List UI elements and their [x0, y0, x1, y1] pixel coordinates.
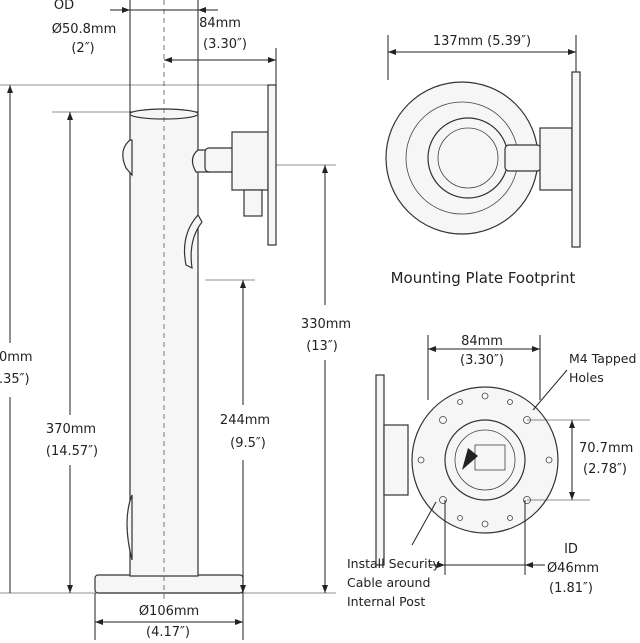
- id-in: (1.81″): [549, 581, 593, 596]
- post-marker-icon: [462, 448, 478, 470]
- post-in: (14.57″): [46, 444, 98, 459]
- top-view: 137mm (5.39″) Mounting Plate Footprint: [385, 34, 581, 287]
- plate-side-bracket: [383, 424, 409, 496]
- top-width: 137mm (5.39″): [433, 34, 531, 49]
- cable-clip: [183, 213, 203, 270]
- footprint-caption: Mounting Plate Footprint: [391, 269, 576, 287]
- plate-side-edge: [375, 374, 385, 566]
- top-arm-bracket: [539, 127, 573, 191]
- security-note-line3: Internal Post: [347, 594, 425, 609]
- od-mm: Ø50.8mm: [52, 22, 117, 37]
- plate-view: 84mm (3.30″) M4 Tapped Holes: [347, 334, 636, 609]
- id-label: ID: [564, 542, 578, 557]
- height-mm: 330mm: [301, 317, 351, 332]
- hole-icon: [439, 496, 447, 504]
- post-section: [427, 117, 509, 199]
- hole-icon: [439, 416, 447, 424]
- od-label: OD: [54, 0, 74, 13]
- plate-height-mm: 70.7mm: [579, 441, 633, 456]
- mounting-plate-side: [267, 84, 277, 246]
- hole-icon: [507, 399, 513, 405]
- total-in: .35″): [0, 372, 30, 387]
- hole-icon: [417, 456, 425, 464]
- top-mount-plate: [571, 71, 581, 248]
- base-mm: Ø106mm: [139, 604, 199, 619]
- od-in: (2″): [71, 41, 94, 56]
- plate-width-in: (3.30″): [460, 353, 504, 368]
- lower-mm: 244mm: [220, 413, 270, 428]
- hole-icon: [507, 515, 513, 521]
- hole-icon: [457, 399, 463, 405]
- holes-note-line1: M4 Tapped: [569, 351, 636, 366]
- base-plate: [94, 574, 244, 594]
- plate-height-in: (2.78″): [583, 462, 627, 477]
- clamp-knob-lower: [126, 494, 133, 561]
- plate-width-mm: 84mm: [461, 334, 503, 349]
- lower-in: (9.5″): [230, 436, 266, 451]
- security-note-line1: Install Security: [347, 556, 441, 571]
- side-view: OD Ø50.8mm (2″) 84mm (3.30″) 0mm .35″) 3…: [0, 0, 351, 640]
- top-arm-joint: [504, 144, 542, 172]
- total-mm: 0mm: [0, 350, 33, 365]
- arm-in: (3.30″): [203, 37, 247, 52]
- clamp-knob-upper: [122, 139, 133, 177]
- post-mm: 370mm: [46, 422, 96, 437]
- security-note-line2: Cable around: [347, 575, 430, 590]
- id-mm: Ø46mm: [547, 561, 599, 576]
- arm-tab: [243, 189, 263, 217]
- hole-icon: [545, 456, 553, 464]
- base-in: (4.17″): [146, 625, 190, 640]
- hole-icon: [481, 392, 489, 400]
- arm-mm: 84mm: [199, 16, 241, 31]
- hole-icon: [457, 515, 463, 521]
- plate-inner-ring: [444, 419, 526, 501]
- holes-note-line2: Holes: [569, 370, 604, 385]
- tapped-holes: [417, 392, 553, 528]
- hole-icon: [481, 520, 489, 528]
- height-in: (13″): [306, 339, 338, 354]
- arm-joint: [204, 147, 236, 173]
- arm-bracket: [231, 131, 269, 191]
